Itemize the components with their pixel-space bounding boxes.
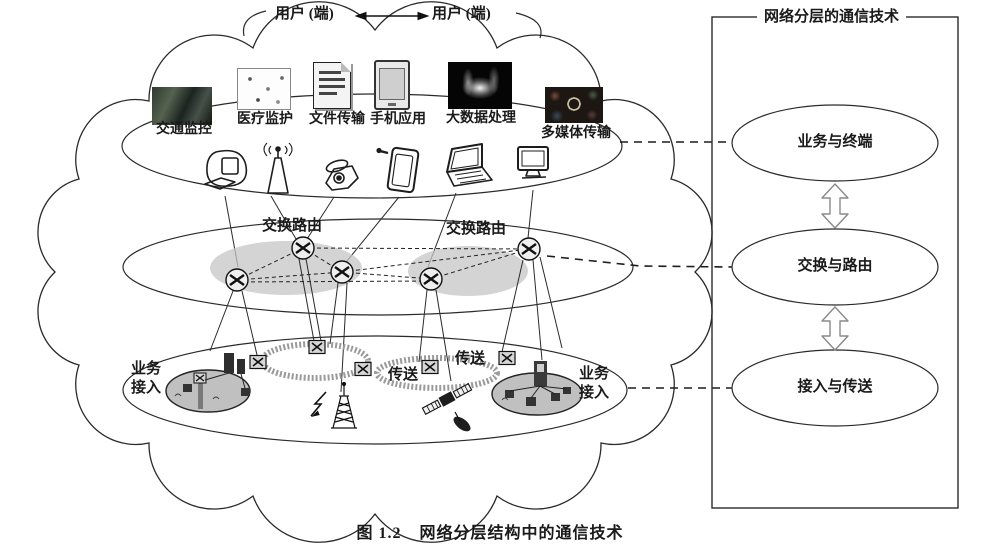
- layer-connectors: [546, 141, 733, 389]
- router-icon: [330, 260, 354, 284]
- app-label-multimedia: 多媒体传输: [541, 126, 611, 141]
- crossconnect-node-icon: [249, 354, 267, 370]
- access-network-left: [165, 353, 251, 413]
- cloud-tail-right: [515, 12, 542, 39]
- base-station-antenna-icon: [263, 142, 293, 194]
- tablet-phone-icon: [376, 146, 420, 194]
- user-label-right: 用户 (端): [432, 6, 491, 22]
- transport-label-right: 传送: [455, 351, 486, 367]
- monitor-icon: [517, 146, 549, 179]
- document-icon: [313, 62, 351, 109]
- crossconnect-nodes: [249, 339, 516, 377]
- transport-ring-right: [374, 355, 500, 391]
- crossconnect-node-icon: [308, 339, 326, 355]
- desktop-computer-icon: [204, 149, 248, 190]
- double-arrow-icon: [354, 11, 430, 21]
- cloud-tail-left: [242, 10, 267, 37]
- app-label-medical: 医疗监护: [237, 112, 293, 127]
- switching-layer-ellipse: [122, 218, 634, 316]
- router-to-access-links: [209, 256, 563, 393]
- smartphone-icon: [374, 60, 410, 110]
- routers: [225, 236, 541, 292]
- service-access-left-line1: 业务: [131, 361, 162, 377]
- app-label-file-transfer: 文件传输: [309, 112, 365, 127]
- satellite-icon: [421, 382, 473, 416]
- layer-label-terminal: 业务与终端: [797, 134, 873, 150]
- app-label-mobile-apps: 手机应用: [370, 112, 426, 127]
- layer-ellipse-terminal: [731, 104, 939, 182]
- service-access-right-line1: 业务: [579, 366, 610, 382]
- switching-label-right: 交换路由: [446, 221, 507, 237]
- layer-label-access: 接入与传送: [797, 379, 873, 395]
- router-icon: [419, 267, 443, 291]
- radio-tower-icon: [331, 381, 357, 429]
- hollow-double-arrow-icon: [821, 183, 849, 351]
- transport-label-left: 传送: [388, 367, 419, 383]
- crossconnect-node-icon: [498, 350, 516, 366]
- telephone-icon: [325, 159, 359, 191]
- switching-label-left: 交换路由: [262, 218, 323, 234]
- right-panel-title: 网络分层的通信技术: [757, 8, 907, 26]
- lightning-icon: [310, 391, 327, 417]
- router-icon: [291, 236, 315, 260]
- figure-caption: 图 1.2 网络分层结构中的通信技术: [250, 519, 730, 543]
- access-network-right: [491, 361, 583, 416]
- user-label-left: 用户 (端): [275, 6, 334, 22]
- medical-photo: [237, 68, 291, 110]
- app-label-traffic: 交通监控: [156, 122, 212, 137]
- service-access-right-line2: 接入: [579, 384, 610, 401]
- router-icon: [225, 268, 249, 292]
- traffic-photo: [152, 87, 212, 125]
- layer-ellipse-switching: [731, 228, 939, 306]
- figure-number: 图 1.2: [356, 525, 402, 542]
- router-icon: [517, 237, 541, 261]
- service-access-label-left: 业务 接入: [131, 360, 161, 398]
- satellite-dish-icon: [453, 411, 471, 432]
- terminal-layer-ellipse: [121, 93, 623, 199]
- app-label-big-data: 大数据处理: [446, 111, 516, 126]
- multimedia-photo: [545, 87, 603, 123]
- crossconnect-node-icon: [421, 359, 439, 375]
- service-access-label-right: 业务 接入: [579, 365, 609, 403]
- crossconnect-node-icon: [354, 361, 372, 377]
- bigdata-photo: [448, 62, 512, 109]
- figure-title: 网络分层结构中的通信技术: [419, 525, 624, 542]
- laptop-icon: [446, 143, 493, 187]
- layer-label-switching: 交换与路由: [797, 258, 873, 274]
- service-access-left-line2: 接入: [131, 379, 162, 396]
